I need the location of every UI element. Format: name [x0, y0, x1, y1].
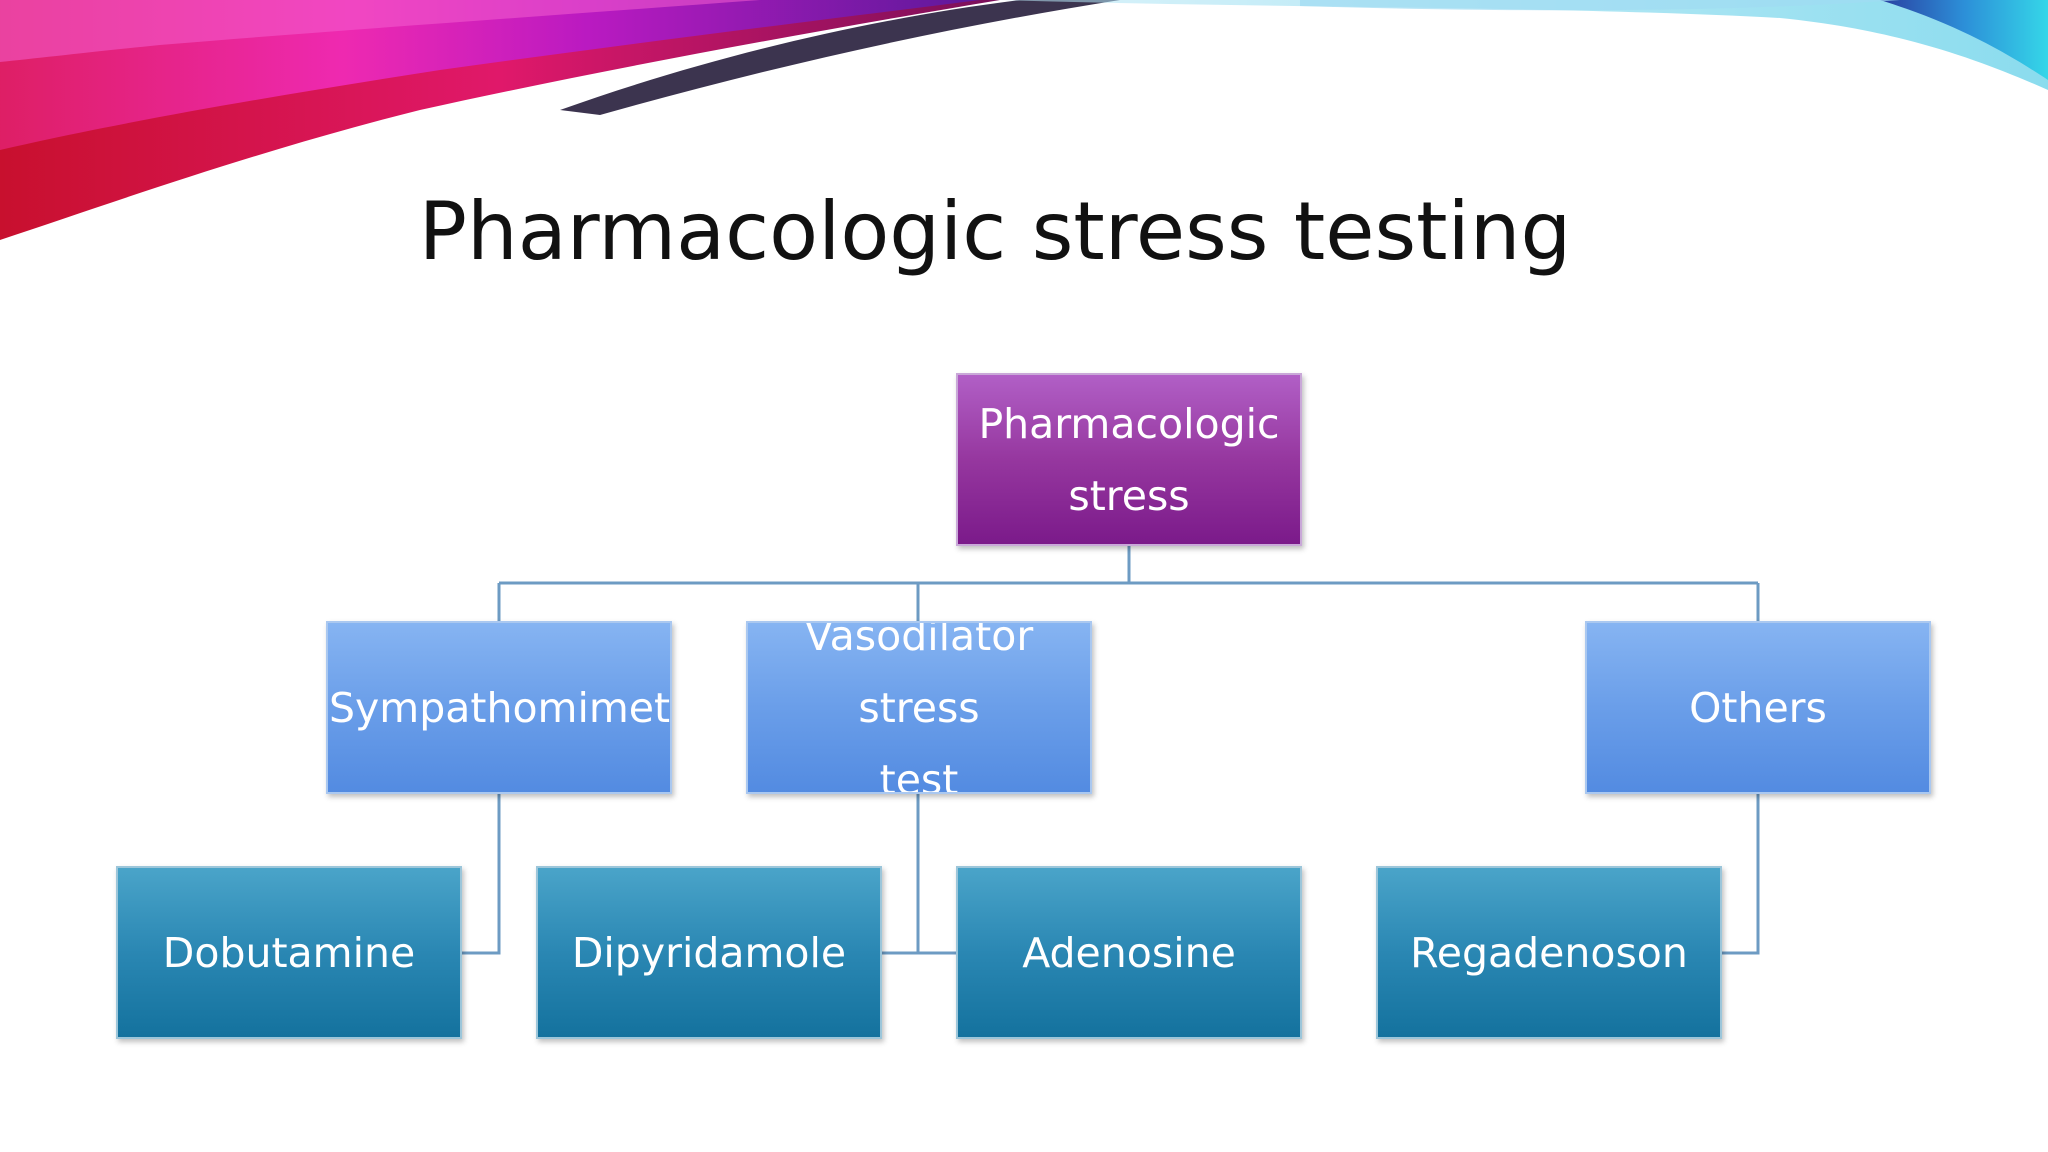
connector-sympathomimetic-dobutamine	[462, 794, 501, 955]
node-label: Regadenoson	[1410, 928, 1688, 977]
node-regadenoson: Regadenoson	[1376, 866, 1722, 1039]
node-dipyridamole: Dipyridamole	[536, 866, 882, 1039]
node-label: Pharmacologic stress	[978, 399, 1280, 520]
node-label: Dipyridamole	[571, 928, 847, 977]
node-label: Adenosine	[1022, 928, 1236, 977]
node-label: Vasodilator stress test	[804, 621, 1034, 794]
node-label: Sympathomimetic	[329, 683, 672, 732]
node-others: Others	[1585, 621, 1931, 794]
node-adenosine: Adenosine	[956, 866, 1302, 1039]
node-label: Dobutamine	[162, 928, 416, 977]
connector-vasodilator-dipyridamole	[882, 794, 920, 955]
node-dobutamine: Dobutamine	[116, 866, 462, 1039]
node-sympathomimetic: Sympathomimetic	[326, 621, 672, 794]
node-label: Others	[1689, 683, 1827, 732]
node-pharmacologic-stress: Pharmacologic stress	[956, 373, 1302, 546]
node-vasodilator-stress-test: Vasodilator stress test	[746, 621, 1092, 794]
slide-title: Pharmacologic stress testing	[418, 185, 1572, 278]
decorative-swoosh-banner	[0, 0, 2048, 240]
connector-others-regadenoson	[1722, 794, 1760, 955]
